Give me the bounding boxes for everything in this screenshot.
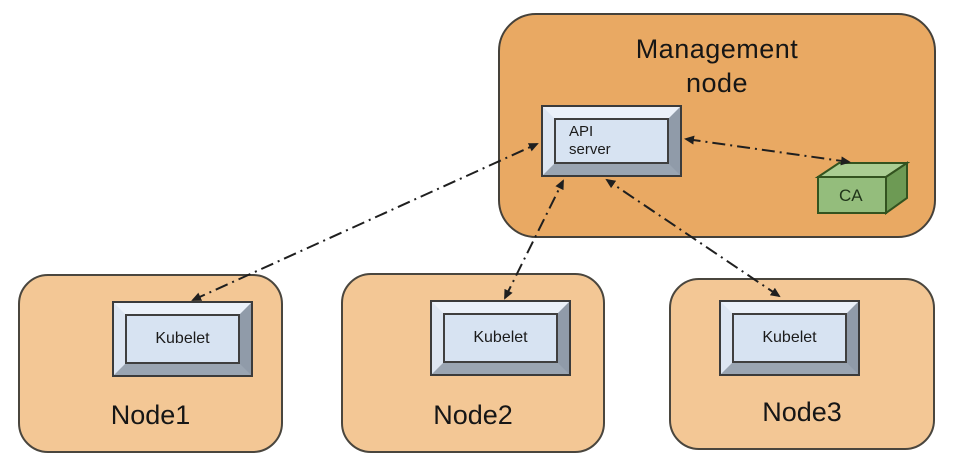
management-node-title: Management node xyxy=(498,32,936,100)
api-server-label-line1: API xyxy=(569,123,594,140)
node3-label: Node3 xyxy=(762,397,842,427)
management-node-title-line1: Management xyxy=(635,34,799,64)
node3-box: Kubelet Node3 xyxy=(669,278,935,450)
node1-box: Kubelet Node1 xyxy=(18,274,283,453)
api-server-label: API server xyxy=(554,118,669,164)
kubelet-box-node2: Kubelet xyxy=(432,302,569,374)
node2-label: Node2 xyxy=(433,400,513,430)
node2-box: Kubelet Node2 xyxy=(341,273,605,453)
management-node-title-line2: node xyxy=(685,68,749,98)
kubelet-label-node3: Kubelet xyxy=(732,313,847,363)
ca-label: CA xyxy=(839,186,863,205)
api-server-box: API server xyxy=(543,107,680,175)
kubelet-label-node2: Kubelet xyxy=(443,313,558,363)
api-server-label-line2: server xyxy=(569,141,611,158)
kubelet-label-node1: Kubelet xyxy=(125,314,240,364)
kubelet-box-node3: Kubelet xyxy=(721,302,858,374)
ca-box: CA xyxy=(814,161,910,215)
kubelet-box-node1: Kubelet xyxy=(114,303,251,375)
ca-box-front-face xyxy=(817,176,887,214)
node1-label: Node1 xyxy=(110,400,191,430)
